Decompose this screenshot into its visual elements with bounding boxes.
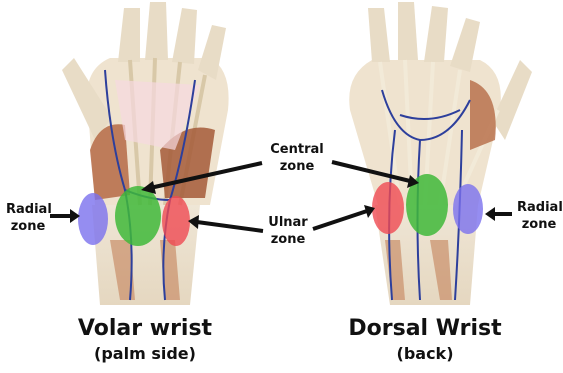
- radial-label-left-line1: Radial: [6, 201, 50, 218]
- dorsal-hand-illustration: [349, 2, 532, 305]
- volar-hand-illustration: [62, 2, 229, 305]
- ulnar-label-line2: zone: [262, 231, 314, 248]
- radial-zone-label-right: Radial zone: [517, 199, 561, 233]
- arrow-ulnar-dorsal: [313, 211, 367, 229]
- dorsal-ulnar-zone: [372, 182, 404, 234]
- volar-central-zone: [115, 186, 161, 246]
- radial-zone-label-left: Radial zone: [6, 201, 50, 235]
- radial-label-right-line1: Radial: [517, 199, 561, 216]
- central-label-line2: zone: [258, 158, 336, 175]
- radial-label-left-line2: zone: [6, 218, 50, 235]
- volar-wrist-title: Volar wrist: [60, 318, 230, 340]
- volar-wrist-subtitle: (palm side): [60, 346, 230, 362]
- central-label-line1: Central: [258, 141, 336, 158]
- dorsal-wrist-title: Dorsal Wrist: [340, 318, 510, 340]
- arrow-ulnar-volar: [197, 222, 263, 231]
- radial-label-right-line2: zone: [517, 216, 561, 233]
- central-zone-label: Central zone: [258, 141, 336, 175]
- ulnar-label-line1: Ulnar: [262, 214, 314, 231]
- dorsal-wrist-subtitle: (back): [340, 346, 510, 362]
- ulnar-zone-label: Ulnar zone: [262, 214, 314, 248]
- volar-radial-zone: [78, 193, 108, 245]
- volar-ulnar-zone: [162, 196, 190, 246]
- dorsal-radial-zone: [453, 184, 483, 234]
